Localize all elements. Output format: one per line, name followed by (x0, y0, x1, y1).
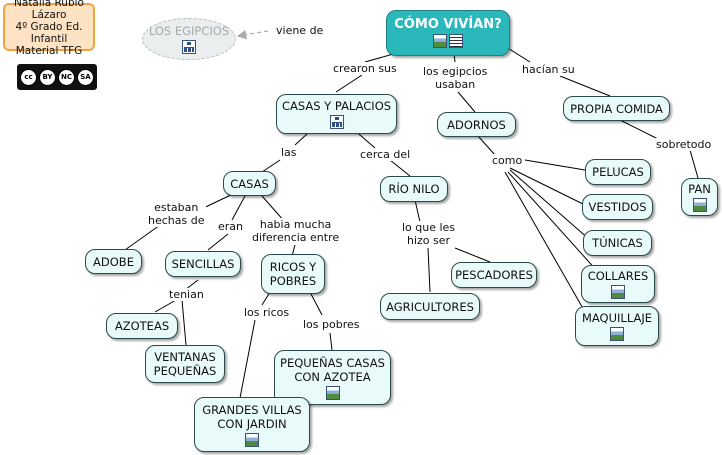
concept-map-icon[interactable] (182, 40, 196, 54)
pescadores-node[interactable]: PESCADORES (451, 262, 537, 288)
pelucas-label: PELUCAS (592, 165, 644, 179)
rio-nilo-label: RÍO NILO (388, 182, 440, 196)
maquillaje-node[interactable]: MAQUILLAJE (575, 306, 659, 346)
author-credit-box: Natalia Rubio Lázaro 4º Grado Ed. Infant… (3, 0, 95, 57)
attribution-icon: BY (39, 68, 56, 86)
collares-node[interactable]: COLLARES (581, 265, 655, 303)
sencillas-label: SENCILLAS (171, 257, 235, 271)
propia-comida-label: PROPIA COMIDA (570, 101, 663, 116)
link-label-lo-que-les: lo que les hizo ser (400, 221, 458, 247)
link-label-eran: eran (216, 220, 246, 233)
image-icon[interactable] (433, 34, 447, 48)
tunicas-node[interactable]: TÚNICAS (583, 230, 652, 256)
pelucas-node[interactable]: PELUCAS (585, 159, 651, 185)
link-label-los-egipcios-usaban: los egipcios usaban (421, 65, 490, 91)
agricultores-node[interactable]: AGRICULTORES (380, 293, 480, 320)
adobe-label: ADOBE (93, 254, 134, 269)
link-label-crearon-sus: crearon sus (331, 62, 399, 75)
image-icon[interactable] (610, 327, 624, 341)
link-label-tenian: tenian (167, 288, 206, 301)
pequenas-casas-node[interactable]: PEQUEÑAS CASAS CON AZOTEA (274, 350, 391, 405)
ricos-pobres-node[interactable]: RICOS Y POBRES (261, 254, 325, 294)
image-icon[interactable] (692, 198, 707, 212)
link-label-como: como (490, 154, 525, 167)
link-label-las: las (279, 146, 299, 159)
pan-label: PAN (688, 182, 711, 196)
rio-nilo-node[interactable]: RÍO NILO (380, 176, 448, 202)
link-label-habia-mucha: habia mucha diferencia entre (250, 218, 342, 244)
los-egipcios-label: LOS EGIPCIOS (148, 24, 230, 38)
casas-palacios-label: CASAS Y PALACIOS (281, 99, 392, 113)
azoteas-label: AZOTEAS (114, 319, 170, 333)
author-credit-text: Natalia Rubio Lázaro 4º Grado Ed. Infant… (14, 0, 84, 57)
image-icon[interactable] (245, 432, 259, 447)
pescadores-label: PESCADORES (455, 268, 533, 282)
link-label-los-pobres: los pobres (301, 318, 362, 331)
link-label-sobretodo: sobretodo (654, 138, 714, 151)
cc-icon: cc (20, 68, 37, 86)
adobe-node[interactable]: ADOBE (85, 249, 142, 274)
image-icon[interactable] (611, 285, 625, 299)
collares-label: COLLARES (587, 269, 649, 283)
pequenas-casas-label: PEQUEÑAS CASAS CON AZOTEA (280, 355, 385, 384)
casas-palacios-node[interactable]: CASAS Y PALACIOS (276, 94, 397, 134)
grandes-villas-label: GRANDES VILLAS CON JARDIN (202, 402, 302, 431)
link-label-viene-de: viene de (274, 24, 326, 37)
ventanas-pequenas-node[interactable]: VENTANAS PEQUEÑAS (145, 345, 225, 383)
sharealike-icon: SA (77, 68, 94, 86)
adornos-label: ADORNOS (447, 117, 506, 132)
link-label-hacian-su: hacían su (520, 63, 577, 76)
tunicas-label: TÚNICAS (592, 236, 643, 250)
casas-label: CASAS (230, 176, 269, 191)
noncommercial-icon: NC (58, 68, 75, 86)
los-egipcios-node[interactable]: LOS EGIPCIOS (142, 18, 236, 60)
concept-map-icon[interactable] (329, 115, 344, 129)
vestidos-label: VESTIDOS (588, 200, 647, 214)
agricultores-label: AGRICULTORES (386, 299, 474, 314)
grandes-villas-node[interactable]: GRANDES VILLAS CON JARDIN (194, 397, 310, 452)
maquillaje-label: MAQUILLAJE (581, 311, 653, 325)
pan-node[interactable]: PAN (681, 178, 718, 216)
adornos-node[interactable]: ADORNOS (437, 112, 516, 137)
main-concept-node[interactable]: CÓMO VIVÍAN? (386, 10, 510, 56)
link-label-cerca-del: cerca del (358, 148, 413, 161)
vestidos-node[interactable]: VESTIDOS (582, 194, 653, 220)
casas-node[interactable]: CASAS (223, 171, 276, 196)
sencillas-node[interactable]: SENCILLAS (165, 251, 241, 277)
image-icon[interactable] (325, 385, 340, 400)
azoteas-node[interactable]: AZOTEAS (106, 313, 178, 339)
main-concept-label: CÓMO VIVÍAN? (394, 17, 502, 32)
document-icon[interactable] (449, 34, 463, 48)
link-label-los-ricos: los ricos (242, 306, 292, 319)
ricos-pobres-label: RICOS Y POBRES (269, 260, 317, 288)
ventanas-pequenas-label: VENTANAS PEQUEÑAS (153, 350, 217, 378)
propia-comida-node[interactable]: PROPIA COMIDA (563, 96, 670, 121)
link-label-estaban-hechas-de: estaban hechas de (146, 201, 207, 227)
creative-commons-badge: cc BY NC SA (17, 64, 97, 90)
